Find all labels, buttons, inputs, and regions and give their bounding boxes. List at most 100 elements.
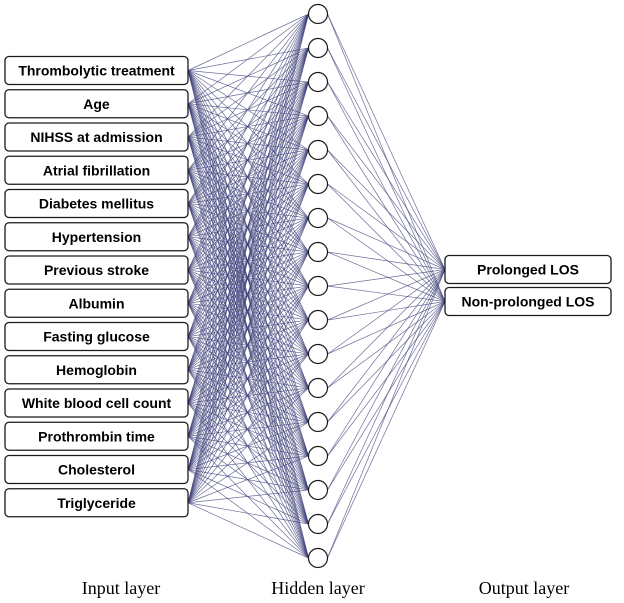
hidden-output-connection	[327, 149, 446, 270]
input-hidden-connection	[187, 319, 309, 503]
input-hidden-connection	[187, 81, 309, 503]
hidden-output-connection	[327, 301, 446, 525]
input-hidden-connection	[187, 435, 309, 491]
input-node: Prothrombin time	[4, 421, 189, 451]
input-node-box	[4, 321, 189, 352]
input-hidden-connection	[187, 369, 309, 457]
hidden-node	[307, 343, 329, 365]
layer-labels: Input layer Hidden layer Output layer	[82, 578, 569, 598]
input-node-label: Diabetes mellitus	[39, 196, 154, 212]
input-node-label: Previous stroke	[44, 262, 149, 278]
input-node-label: Atrial fibrillation	[43, 162, 150, 178]
input-hidden-connection	[187, 169, 309, 253]
hidden-output-connection	[327, 47, 446, 270]
hidden-node	[307, 3, 329, 25]
hidden-node	[307, 513, 329, 535]
hidden-node	[307, 411, 329, 433]
output-layer-label: Output layer	[479, 578, 569, 598]
output-node-label: Non-prolonged LOS	[462, 294, 595, 310]
input-hidden-connection	[187, 13, 309, 503]
input-node-box	[4, 155, 189, 185]
input-hidden-connection	[187, 285, 309, 503]
hidden-output-connection	[327, 301, 446, 355]
hidden-node	[307, 309, 329, 331]
input-node: Triglyceride	[4, 488, 189, 518]
input-node: Previous stroke	[4, 255, 189, 285]
hidden-output-connection	[327, 301, 446, 559]
input-node: Fasting glucose	[4, 321, 189, 352]
hidden-node	[307, 275, 329, 297]
input-node-box	[4, 122, 189, 152]
input-hidden-connection	[187, 421, 309, 504]
input-hidden-connection	[187, 353, 309, 503]
input-hidden-connection	[187, 469, 309, 525]
input-node: Albumin	[4, 288, 189, 318]
input-hidden-connection	[187, 115, 309, 503]
hidden-output-connection	[327, 269, 446, 321]
input-node-box	[4, 421, 189, 451]
input-hidden-connection	[187, 13, 309, 304]
output-node-box	[444, 286, 612, 317]
input-node-label: Thrombolytic treatment	[18, 63, 175, 79]
hidden-output-connection	[327, 81, 446, 270]
hidden-output-connection	[327, 269, 446, 287]
hidden-output-connection	[327, 301, 446, 491]
input-node: NIHSS at admission	[4, 122, 189, 152]
input-node-box	[4, 222, 189, 252]
input-node: White blood cell count	[4, 388, 189, 418]
input-hidden-connection	[187, 13, 309, 71]
input-node: Thrombolytic treatment	[4, 55, 189, 86]
input-hidden-connection	[187, 502, 309, 559]
input-node: Hemoglobin	[4, 355, 189, 385]
hidden-node	[307, 71, 329, 93]
input-hidden-connection	[187, 217, 309, 503]
input-hidden-connection	[187, 236, 309, 287]
input-hidden-connection	[187, 103, 309, 151]
hidden-node	[307, 173, 329, 195]
input-node-label: Fasting glucose	[43, 329, 150, 345]
input-hidden-connection	[187, 13, 309, 437]
hidden-output-connection	[327, 115, 446, 270]
hidden-layer-label: Hidden layer	[271, 578, 364, 598]
input-node-label: White blood cell count	[22, 395, 172, 411]
input-hidden-connection	[187, 47, 309, 503]
input-hidden-connection	[187, 269, 309, 321]
input-hidden-connection	[187, 13, 309, 138]
input-hidden-connection	[187, 149, 309, 503]
hidden-output-connection	[327, 251, 446, 302]
input-node: Age	[4, 89, 189, 119]
hidden-output-connection	[327, 285, 446, 302]
input-hidden-connection	[187, 236, 309, 321]
input-hidden-connection	[187, 336, 309, 423]
hidden-output-connection	[327, 81, 446, 302]
input-hidden-connection	[187, 269, 309, 355]
hidden-output-connection	[327, 269, 446, 525]
input-node-label: Hypertension	[52, 229, 141, 245]
input-hidden-connection	[187, 13, 309, 237]
input-node-box	[4, 388, 189, 418]
hidden-output-connection	[327, 269, 446, 491]
input-hidden-connection	[187, 13, 309, 204]
input-node-label: NIHSS at admission	[30, 129, 162, 145]
input-hidden-connection	[187, 402, 309, 457]
input-hidden-connection	[187, 13, 309, 370]
input-node-box	[4, 355, 189, 385]
input-hidden-connection	[187, 13, 309, 271]
input-hidden-connection	[187, 70, 309, 185]
input-hidden-connection	[187, 369, 309, 423]
input-hidden-connection	[187, 13, 309, 470]
hidden-node	[307, 207, 329, 229]
input-hidden-connection	[187, 169, 309, 219]
input-layer-label: Input layer	[82, 578, 160, 598]
hidden-output-connection	[327, 269, 446, 457]
input-node-label: Triglyceride	[57, 495, 136, 511]
input-hidden-connection	[187, 469, 309, 559]
hidden-output-connection	[327, 269, 446, 355]
hidden-output-connection	[327, 269, 446, 423]
input-hidden-connection	[187, 13, 309, 171]
input-hidden-connection	[187, 13, 309, 404]
input-node: Diabetes mellitus	[4, 188, 189, 219]
hidden-node	[307, 377, 329, 399]
